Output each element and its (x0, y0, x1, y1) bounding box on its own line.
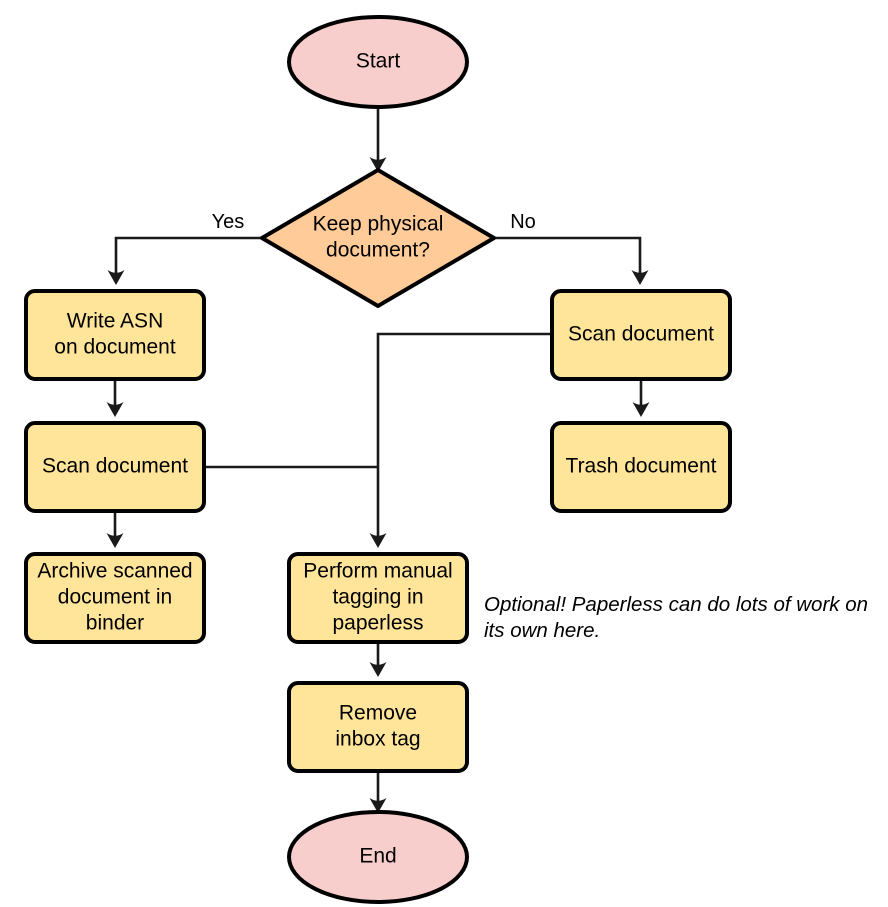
node-label-remove-inbox-tag: inbox tag (335, 728, 420, 751)
node-shape-end[interactable] (287, 810, 469, 904)
edge-line (114, 236, 262, 277)
node-shape-scan-right[interactable] (550, 289, 732, 381)
edge-arrowhead (106, 402, 124, 417)
node-label-manual-tagging: paperless (332, 612, 423, 635)
edge-arrowhead (369, 157, 387, 172)
edge-label-decision-yes-to-write-asn: Yes (212, 211, 245, 233)
node-label-scan-right: Scan document (568, 323, 714, 346)
node-shape-manual-tagging[interactable] (287, 552, 469, 644)
edge-arrowhead (107, 270, 125, 285)
edge-write-asn-to-scan-left (106, 379, 124, 417)
node-label-archive-binder: document in (58, 586, 172, 609)
node-trash[interactable]: Trash document (550, 421, 732, 513)
node-shape-trash[interactable] (550, 421, 732, 513)
node-label-start: Start (356, 50, 401, 73)
node-archive-binder[interactable]: Archive scanned document in binder (24, 552, 206, 644)
node-label-manual-tagging: Perform manual (303, 560, 452, 583)
edge-arrowhead (106, 533, 124, 548)
node-write-asn[interactable]: Write ASN on document (24, 289, 206, 381)
edge-arrowhead (631, 270, 649, 285)
edge-line (494, 236, 642, 277)
edge-arrowhead (632, 402, 650, 417)
node-shape-remove-inbox-tag[interactable] (287, 681, 469, 773)
node-end[interactable]: End (287, 810, 469, 904)
node-shape-start[interactable] (287, 15, 469, 109)
node-label-scan-left: Scan document (42, 455, 188, 478)
annotations-layer: Optional! Paperless can do lots of work … (484, 593, 868, 642)
annotation-optional-note: Optional! Paperless can do lots of work … (484, 593, 868, 642)
edge-arrowhead (369, 662, 387, 677)
node-label-archive-binder: binder (86, 612, 144, 635)
edge-line (376, 332, 552, 540)
node-shape-write-asn[interactable] (24, 289, 206, 381)
annotation-line: Optional! Paperless can do lots of work … (484, 593, 868, 616)
node-label-remove-inbox-tag: Remove (339, 702, 417, 725)
node-remove-inbox-tag[interactable]: Remove inbox tag (287, 681, 469, 773)
edge-manual-tagging-to-remove-inbox (369, 642, 387, 677)
node-scan-right[interactable]: Scan document (550, 289, 732, 381)
node-shape-scan-left[interactable] (24, 421, 206, 513)
edge-label-decision-no-to-scan-right: No (510, 211, 536, 233)
node-scan-left[interactable]: Scan document (24, 421, 206, 513)
edge-start-to-decision (369, 107, 387, 172)
edge-arrowhead (369, 798, 387, 813)
node-shape-archive-binder[interactable] (24, 552, 206, 644)
edge-decision-no-to-scan-right: No (494, 211, 649, 285)
edge-scan-right-to-trash (632, 379, 650, 417)
node-shape-keep-physical[interactable] (260, 168, 496, 308)
node-label-end: End (359, 845, 396, 868)
edge-scan-left-to-archive (106, 511, 124, 548)
edge-decision-yes-to-write-asn: Yes (107, 211, 262, 285)
node-label-archive-binder: Archive scanned (37, 560, 192, 583)
edge-remove-inbox-to-end (369, 771, 387, 813)
node-start[interactable]: Start (287, 15, 469, 109)
node-label-manual-tagging: tagging in (332, 586, 423, 609)
annotation-line: its own here. (484, 619, 600, 642)
node-manual-tagging[interactable]: Perform manual tagging in paperless (287, 552, 469, 644)
node-label-trash: Trash document (566, 455, 717, 478)
node-label-write-asn: on document (54, 336, 176, 359)
node-label-keep-physical: Keep physical (313, 213, 444, 236)
edge-arrowhead (369, 533, 387, 548)
node-label-keep-physical: document? (326, 239, 430, 262)
node-keep-physical[interactable]: Keep physical document? (260, 168, 496, 308)
edges-layer: Yes No (106, 107, 650, 813)
node-label-write-asn: Write ASN (67, 310, 163, 333)
edge-scan-right-to-manual-tagging (369, 332, 552, 548)
